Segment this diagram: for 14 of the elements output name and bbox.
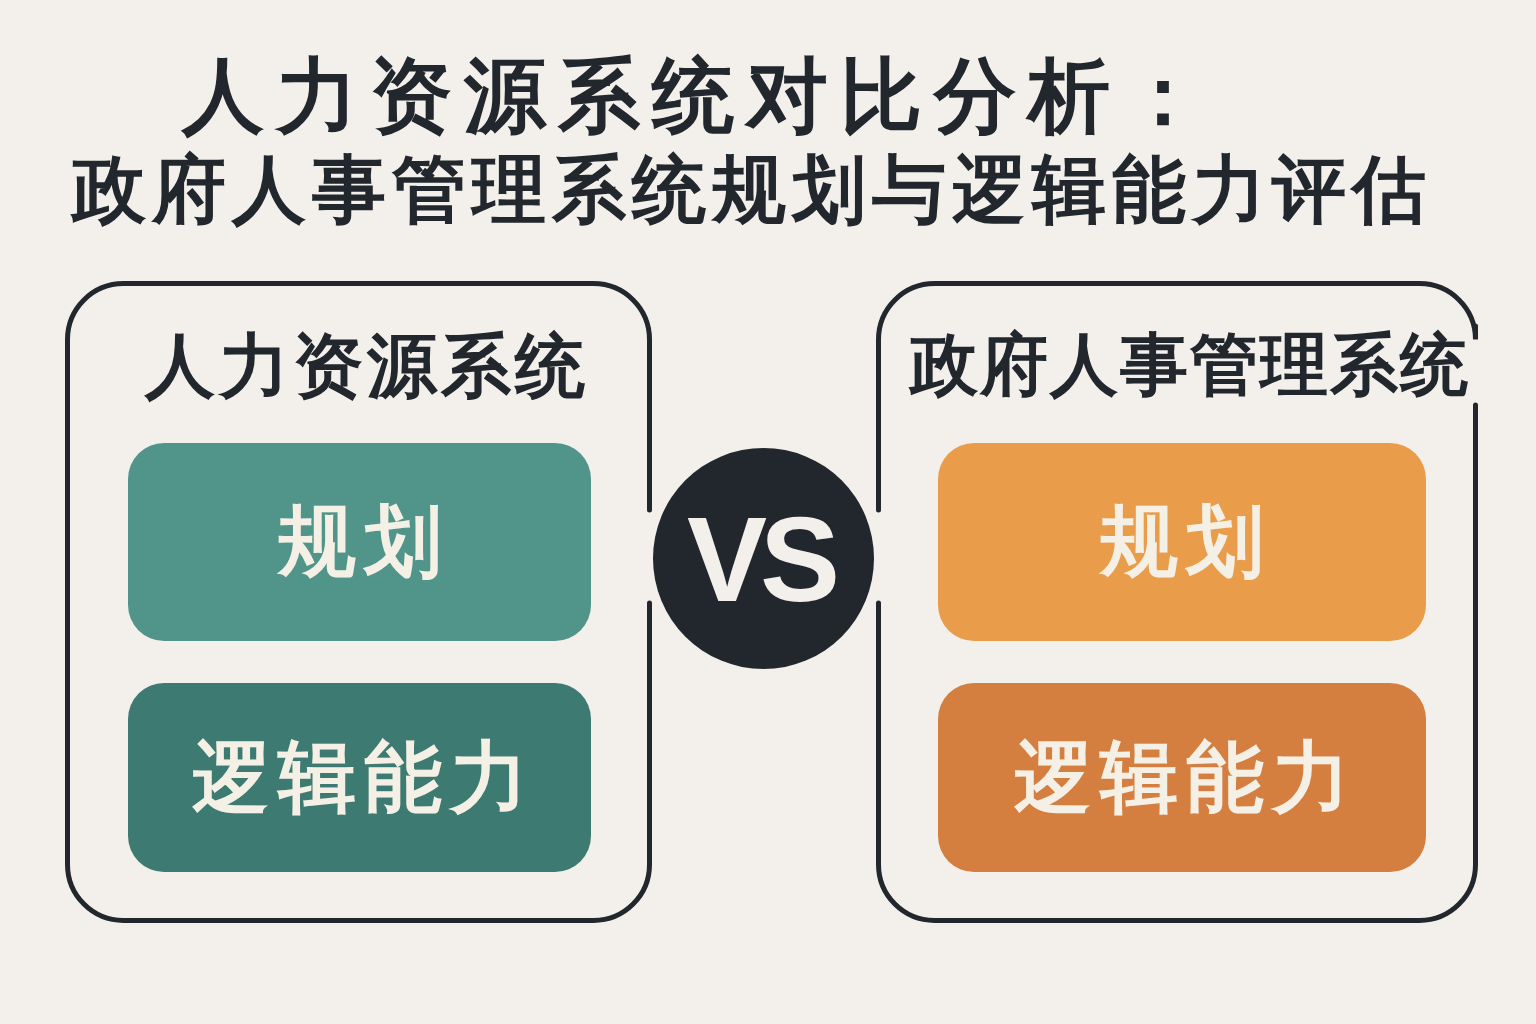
comparison-panel	[65, 281, 652, 923]
box-label: 逻辑能力	[1013, 734, 1358, 821]
category-box	[938, 443, 1426, 641]
panel-heading: 政府人事管理系统	[910, 331, 1470, 399]
vs-label: VS	[686, 498, 835, 619]
title: 人力资源系统对比分析：政府人事管理系统规划与逻辑能力评估	[72, 47, 1432, 235]
box-label: 逻辑能力	[190, 734, 536, 821]
category-box	[128, 443, 591, 641]
box-label: 规划	[1098, 499, 1272, 585]
box-label: 规划	[276, 499, 450, 585]
panel-heading: 人力资源系统	[145, 331, 589, 401]
comparison-panel	[876, 281, 1478, 923]
category-box	[128, 683, 591, 872]
category-box	[938, 683, 1426, 872]
